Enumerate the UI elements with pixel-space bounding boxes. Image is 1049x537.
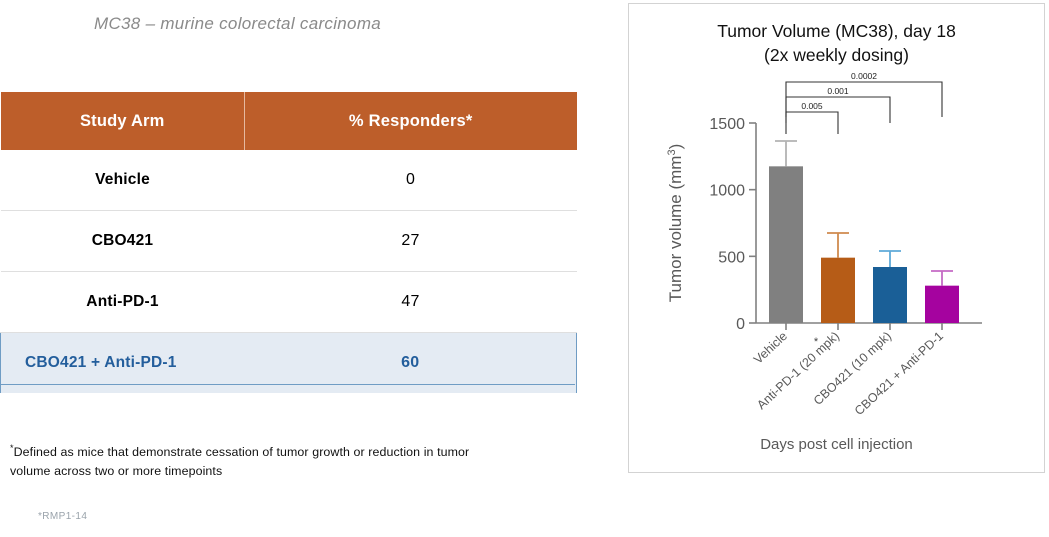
x-axis-title: Days post cell injection bbox=[760, 436, 913, 453]
bar bbox=[925, 285, 959, 323]
error-bar bbox=[827, 232, 849, 258]
column-header-study-arm: Study Arm bbox=[0, 92, 245, 150]
y-axis-tick-label: 500 bbox=[718, 249, 745, 266]
chart-title: Tumor Volume (MC38), day 18 (2x weekly d… bbox=[629, 20, 1044, 67]
y-axis-tick-label: 0 bbox=[736, 316, 745, 333]
error-bar bbox=[931, 270, 953, 286]
p-value-label: 0.0002 bbox=[851, 71, 877, 81]
bar bbox=[769, 166, 803, 323]
cell-responders: 0 bbox=[244, 150, 577, 211]
y-axis-title: Tumor volume (mm3) bbox=[666, 144, 685, 303]
table-row: Anti-PD-1 47 bbox=[0, 271, 577, 333]
category-footnote-marker: * bbox=[814, 336, 819, 348]
bar bbox=[821, 257, 855, 323]
table-row: CBO421 27 bbox=[0, 210, 577, 272]
column-header-responders: % Responders* bbox=[244, 92, 577, 150]
highlight-row-bottom-border bbox=[0, 384, 575, 385]
x-axis-category-label: CBO421 + Anti-PD-1 bbox=[852, 329, 946, 418]
error-bar bbox=[775, 140, 797, 167]
chart-title-line-2: (2x weekly dosing) bbox=[764, 44, 909, 65]
slide-subtitle: MC38 – murine colorectal carcinoma bbox=[94, 14, 382, 33]
significance-bracket: 0.005 bbox=[785, 101, 839, 134]
table-row: Vehicle 0 bbox=[0, 150, 577, 211]
cell-study-arm: CBO421 + Anti-PD-1 bbox=[0, 332, 245, 393]
y-axis-tick-label: 1500 bbox=[709, 116, 745, 133]
responder-table: Study Arm % Responders* Vehicle 0 CBO421… bbox=[0, 92, 577, 393]
p-value-label: 0.001 bbox=[827, 86, 849, 96]
x-axis-category-label: Vehicle bbox=[751, 329, 790, 367]
chart-title-line-1: Tumor Volume (MC38), day 18 bbox=[717, 21, 956, 41]
cell-responders: 47 bbox=[244, 271, 577, 333]
footnote: *Defined as mice that demonstrate cessat… bbox=[10, 442, 490, 482]
table-header-row: Study Arm % Responders* bbox=[0, 92, 577, 150]
y-axis-tick-label: 1000 bbox=[709, 183, 745, 200]
poster-reference: *RMP1-14 bbox=[38, 511, 88, 522]
p-value-label: 0.005 bbox=[801, 101, 823, 111]
cell-responders: 27 bbox=[244, 210, 577, 272]
cell-study-arm: CBO421 bbox=[0, 210, 245, 272]
cell-responders: 60 bbox=[244, 332, 577, 393]
cell-study-arm: Vehicle bbox=[0, 150, 245, 211]
error-bar bbox=[879, 250, 901, 267]
bar bbox=[873, 267, 907, 323]
footnote-text: Defined as mice that demonstrate cessati… bbox=[10, 445, 470, 479]
cell-study-arm: Anti-PD-1 bbox=[0, 271, 245, 333]
left-content-panel: MC38 – murine colorectal carcinoma Study… bbox=[0, 14, 577, 522]
significance-bracket: 0.0002 bbox=[785, 71, 943, 117]
footnote-marker: * bbox=[10, 443, 14, 453]
table-row-highlighted: CBO421 + Anti-PD-1 60 bbox=[0, 332, 577, 393]
chart-panel: Tumor Volume (MC38), day 18 (2x weekly d… bbox=[628, 3, 1045, 473]
